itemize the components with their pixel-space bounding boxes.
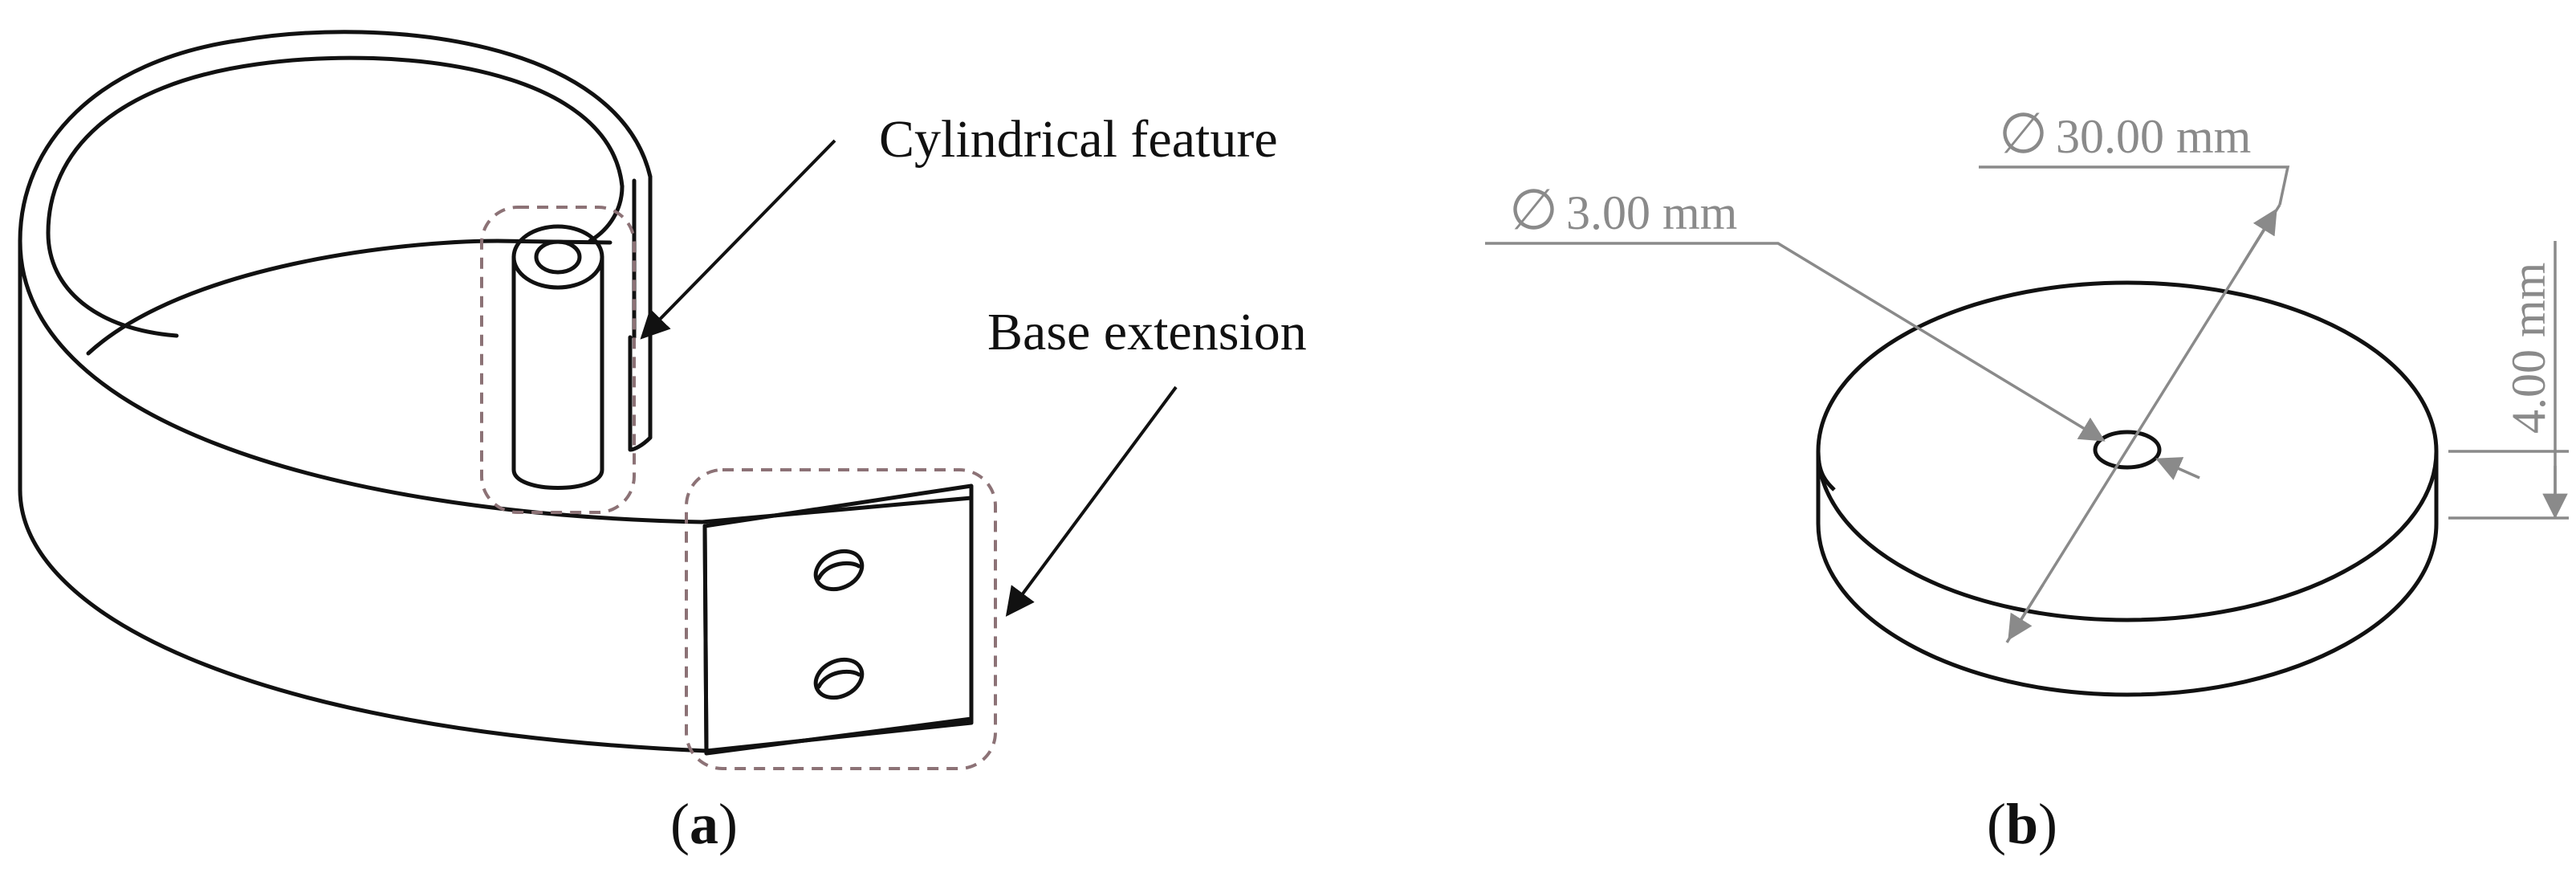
- label-cylindrical-feature: Cylindrical feature: [879, 110, 1278, 169]
- band-inner-floor: [86, 239, 612, 356]
- arrow-base: [1005, 385, 1178, 617]
- band-outer-outline: [18, 30, 974, 753]
- dim-hole-leader: [1485, 242, 2106, 442]
- disc-bottom-edge: [1816, 451, 1836, 492]
- dim-outer-arrow-top: [2238, 208, 2277, 270]
- base-extension-plate: [702, 483, 974, 756]
- dim-hole-label: ∅3.00 mm: [1509, 180, 1737, 242]
- caption-b: (b): [1987, 792, 2057, 856]
- highlight-base: [685, 468, 997, 770]
- dim-outer-arrow-bottom: [2008, 584, 2045, 641]
- dim-hole-arrow-right: [2155, 457, 2200, 480]
- dim-outer-diameter-line: [2005, 204, 2281, 643]
- panel-b-disc: [1816, 280, 2439, 697]
- band-top-inner: [46, 55, 625, 338]
- disc-center-hole: [2093, 430, 2162, 470]
- arrow-cylindrical: [640, 139, 836, 340]
- dim-outer-label: ∅30.00 mm: [1999, 104, 2251, 165]
- dim-height-label: 4.00 mm: [2502, 263, 2555, 434]
- highlight-cylinder: [480, 206, 636, 514]
- label-base-extension: Base extension: [987, 303, 1307, 361]
- caption-a: (a): [670, 792, 738, 856]
- cylinder-feature: [511, 224, 604, 490]
- disc-side: [1816, 451, 2439, 697]
- band-wall-top: [18, 239, 974, 524]
- band-curl: [588, 174, 653, 452]
- dim-outer-leader: [1979, 165, 2290, 206]
- panel-a-band-part: [18, 30, 974, 756]
